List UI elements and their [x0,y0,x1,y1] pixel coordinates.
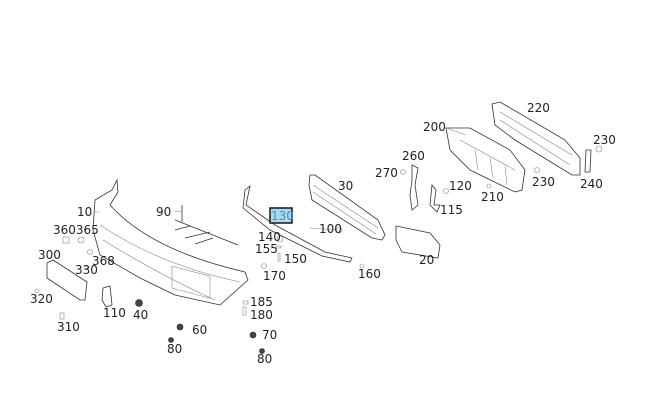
trim-strip-drawing [242,184,353,263]
part-label-60[interactable]: 60 [192,323,207,337]
bracket-115-drawing [429,183,441,213]
wiring-harness-drawing [174,205,239,246]
part-label-10[interactable]: 10 [77,205,92,219]
part-label-230[interactable]: 230 [593,133,616,147]
fasteners-drawing [34,145,603,354]
selected-part-highlight [269,207,293,224]
part-label-360365[interactable]: 360365 [53,223,99,237]
part-label-260[interactable]: 260 [402,149,425,163]
part-label-155[interactable]: 155 [255,242,278,256]
grille-drawing [308,174,386,241]
part-label-270[interactable]: 270 [375,166,398,180]
part-label-20[interactable]: 20 [419,253,434,267]
part-label-140[interactable]: 140 [258,230,281,244]
part-label-320[interactable]: 320 [30,292,53,306]
part-label-330[interactable]: 330 [75,263,98,277]
part-label-110[interactable]: 110 [103,306,126,320]
part-label-130[interactable]: 130 [271,209,294,223]
part-label-100[interactable]: 100 [319,222,342,236]
part-label-230-b[interactable]: 230 [532,175,555,189]
part-label-170[interactable]: 170 [263,269,286,283]
license-plate-holder-drawing [46,259,88,301]
part-label-310[interactable]: 310 [57,320,80,334]
bracket-drawing [409,164,419,211]
absorber-drawing [445,127,526,193]
part-label-80[interactable]: 80 [167,342,182,356]
part-label-30[interactable]: 30 [338,179,353,193]
carrier-drawing [491,101,581,176]
part-label-120[interactable]: 120 [449,179,472,193]
side-grille-drawing [395,225,441,259]
part-label-160[interactable]: 160 [358,267,381,281]
part-labels: 220 200 230 260 270 30 120 230 240 210 1… [30,101,616,366]
part-label-368[interactable]: 368 [92,254,115,268]
part-label-300[interactable]: 300 [38,248,61,262]
part-label-220[interactable]: 220 [527,101,550,115]
bracket-110-drawing [101,285,113,308]
part-label-150[interactable]: 150 [284,252,307,266]
part-label-70[interactable]: 70 [262,328,277,342]
part-label-90[interactable]: 90 [156,205,171,219]
part-label-180[interactable]: 180 [250,308,273,322]
part-label-210[interactable]: 210 [481,190,504,204]
part-label-115[interactable]: 115 [440,203,463,217]
part-label-40[interactable]: 40 [133,308,148,322]
bracket-240-drawing [584,149,592,173]
leader-lines [94,127,467,231]
part-label-80-b[interactable]: 80 [257,352,272,366]
part-label-200[interactable]: 200 [423,120,446,134]
part-label-240[interactable]: 240 [580,177,603,191]
bumper-cover-drawing [92,178,249,306]
part-label-185[interactable]: 185 [250,295,273,309]
